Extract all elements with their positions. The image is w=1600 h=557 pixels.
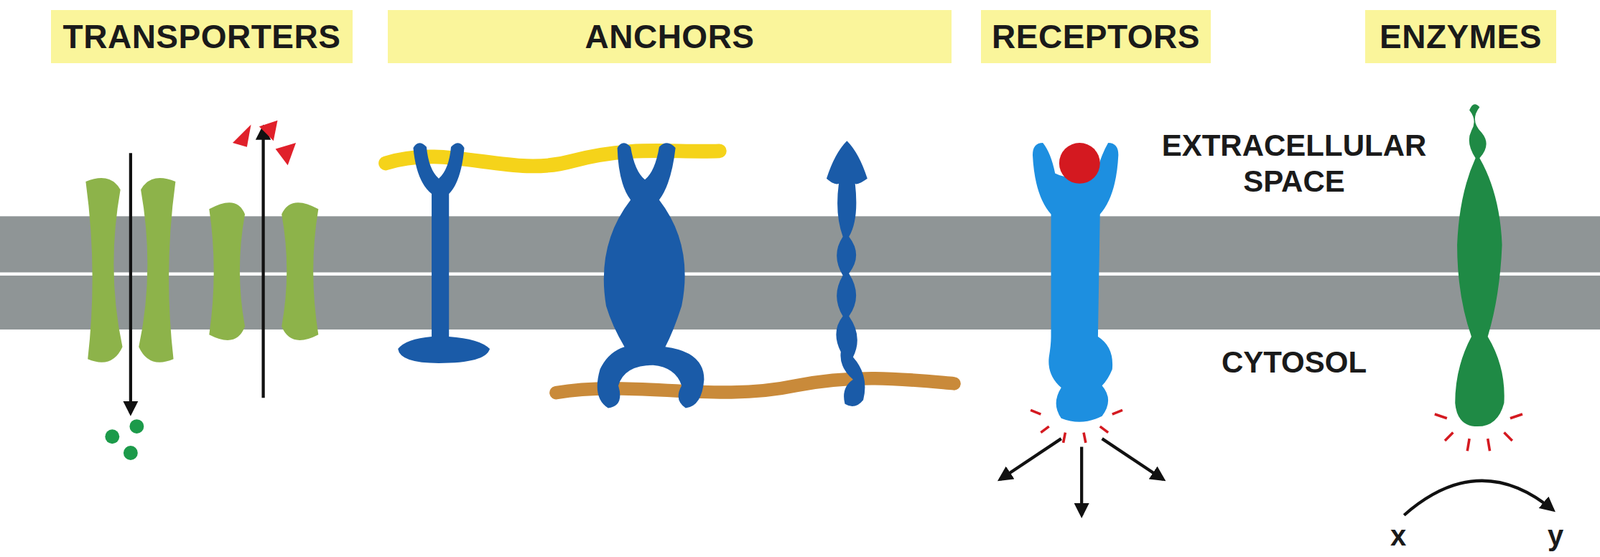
substrate-label: x bbox=[1390, 518, 1407, 553]
anchor-protein bbox=[397, 140, 868, 408]
solute-dots bbox=[104, 419, 144, 461]
header-text: TRANSPORTERS bbox=[63, 17, 342, 57]
transporter-channel bbox=[85, 178, 319, 363]
header-text: ANCHORS bbox=[584, 17, 755, 57]
header-bar: TRANSPORTERS bbox=[50, 10, 353, 64]
enzyme-protein bbox=[1454, 104, 1504, 427]
product-label: y bbox=[1547, 518, 1564, 553]
activity-dashes bbox=[1030, 410, 1123, 443]
region-label: EXTRACELLULAR SPACE bbox=[1128, 127, 1460, 201]
receptor-protein bbox=[1032, 142, 1119, 423]
header-bar: ANCHORS bbox=[387, 10, 952, 64]
header-bar: RECEPTORS bbox=[980, 10, 1211, 64]
solute-triangles bbox=[232, 120, 296, 166]
header-text: RECEPTORS bbox=[991, 17, 1200, 57]
activity-dashes bbox=[1434, 414, 1523, 451]
header-text: ENZYMES bbox=[1379, 17, 1542, 57]
region-label: CYTOSOL bbox=[1221, 344, 1367, 381]
header-bar: ENZYMES bbox=[1365, 10, 1557, 64]
